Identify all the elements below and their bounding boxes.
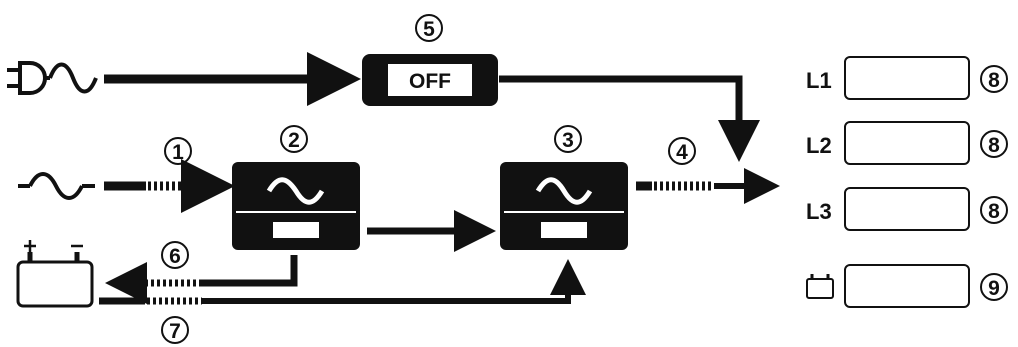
load-number: 8 [988, 200, 1000, 223]
inverter-indicator [541, 222, 587, 238]
svg-text:4: 4 [676, 141, 688, 164]
svg-text:7: 7 [169, 320, 181, 343]
output-number: 4 [668, 137, 696, 165]
rectifier-number: 2 [280, 125, 308, 153]
input-number: 1 [164, 137, 192, 165]
charge-path [202, 255, 298, 287]
svg-text:5: 5 [423, 18, 435, 41]
discharge-path [202, 259, 586, 304]
svg-text:2: 2 [288, 129, 300, 152]
svg-text:1: 1 [172, 141, 184, 164]
discharge-path-number: 7 [161, 316, 189, 344]
bypass-output-path [499, 75, 760, 162]
sine-wave-icon [266, 177, 325, 205]
load-number: 8 [988, 134, 1000, 157]
sine-wave-icon [535, 177, 593, 205]
ac-wave-icon [18, 172, 95, 200]
plug-ac-icon [7, 61, 98, 95]
inverter-block [500, 162, 628, 250]
battery-small-icon [806, 274, 834, 299]
battery-icon [16, 240, 94, 308]
load-display [844, 121, 970, 165]
load-row-l3: L3 8 [806, 187, 1008, 231]
load-label: L1 [806, 68, 832, 93]
rectifier-indicator [273, 222, 319, 238]
svg-text:6: 6 [169, 245, 181, 268]
bypass-switch: OFF [362, 54, 498, 106]
battery-display [844, 264, 970, 308]
svg-text:3: 3 [562, 129, 574, 152]
charge-path-number: 6 [161, 241, 189, 269]
bypass-switch-number: 5 [415, 14, 443, 42]
rectifier-block [232, 162, 360, 250]
battery-number: 9 [988, 277, 1000, 300]
load-label: L2 [806, 133, 832, 158]
inverter-number: 3 [554, 125, 582, 153]
bypass-switch-state-label: OFF [409, 70, 451, 93]
load-number: 8 [988, 69, 1000, 92]
battery-row: 9 [806, 264, 1008, 308]
load-display [844, 56, 970, 100]
load-display [844, 187, 970, 231]
load-label: L3 [806, 199, 832, 224]
load-row-l1: L1 8 [806, 56, 1008, 100]
load-row-l2: L2 8 [806, 121, 1008, 165]
